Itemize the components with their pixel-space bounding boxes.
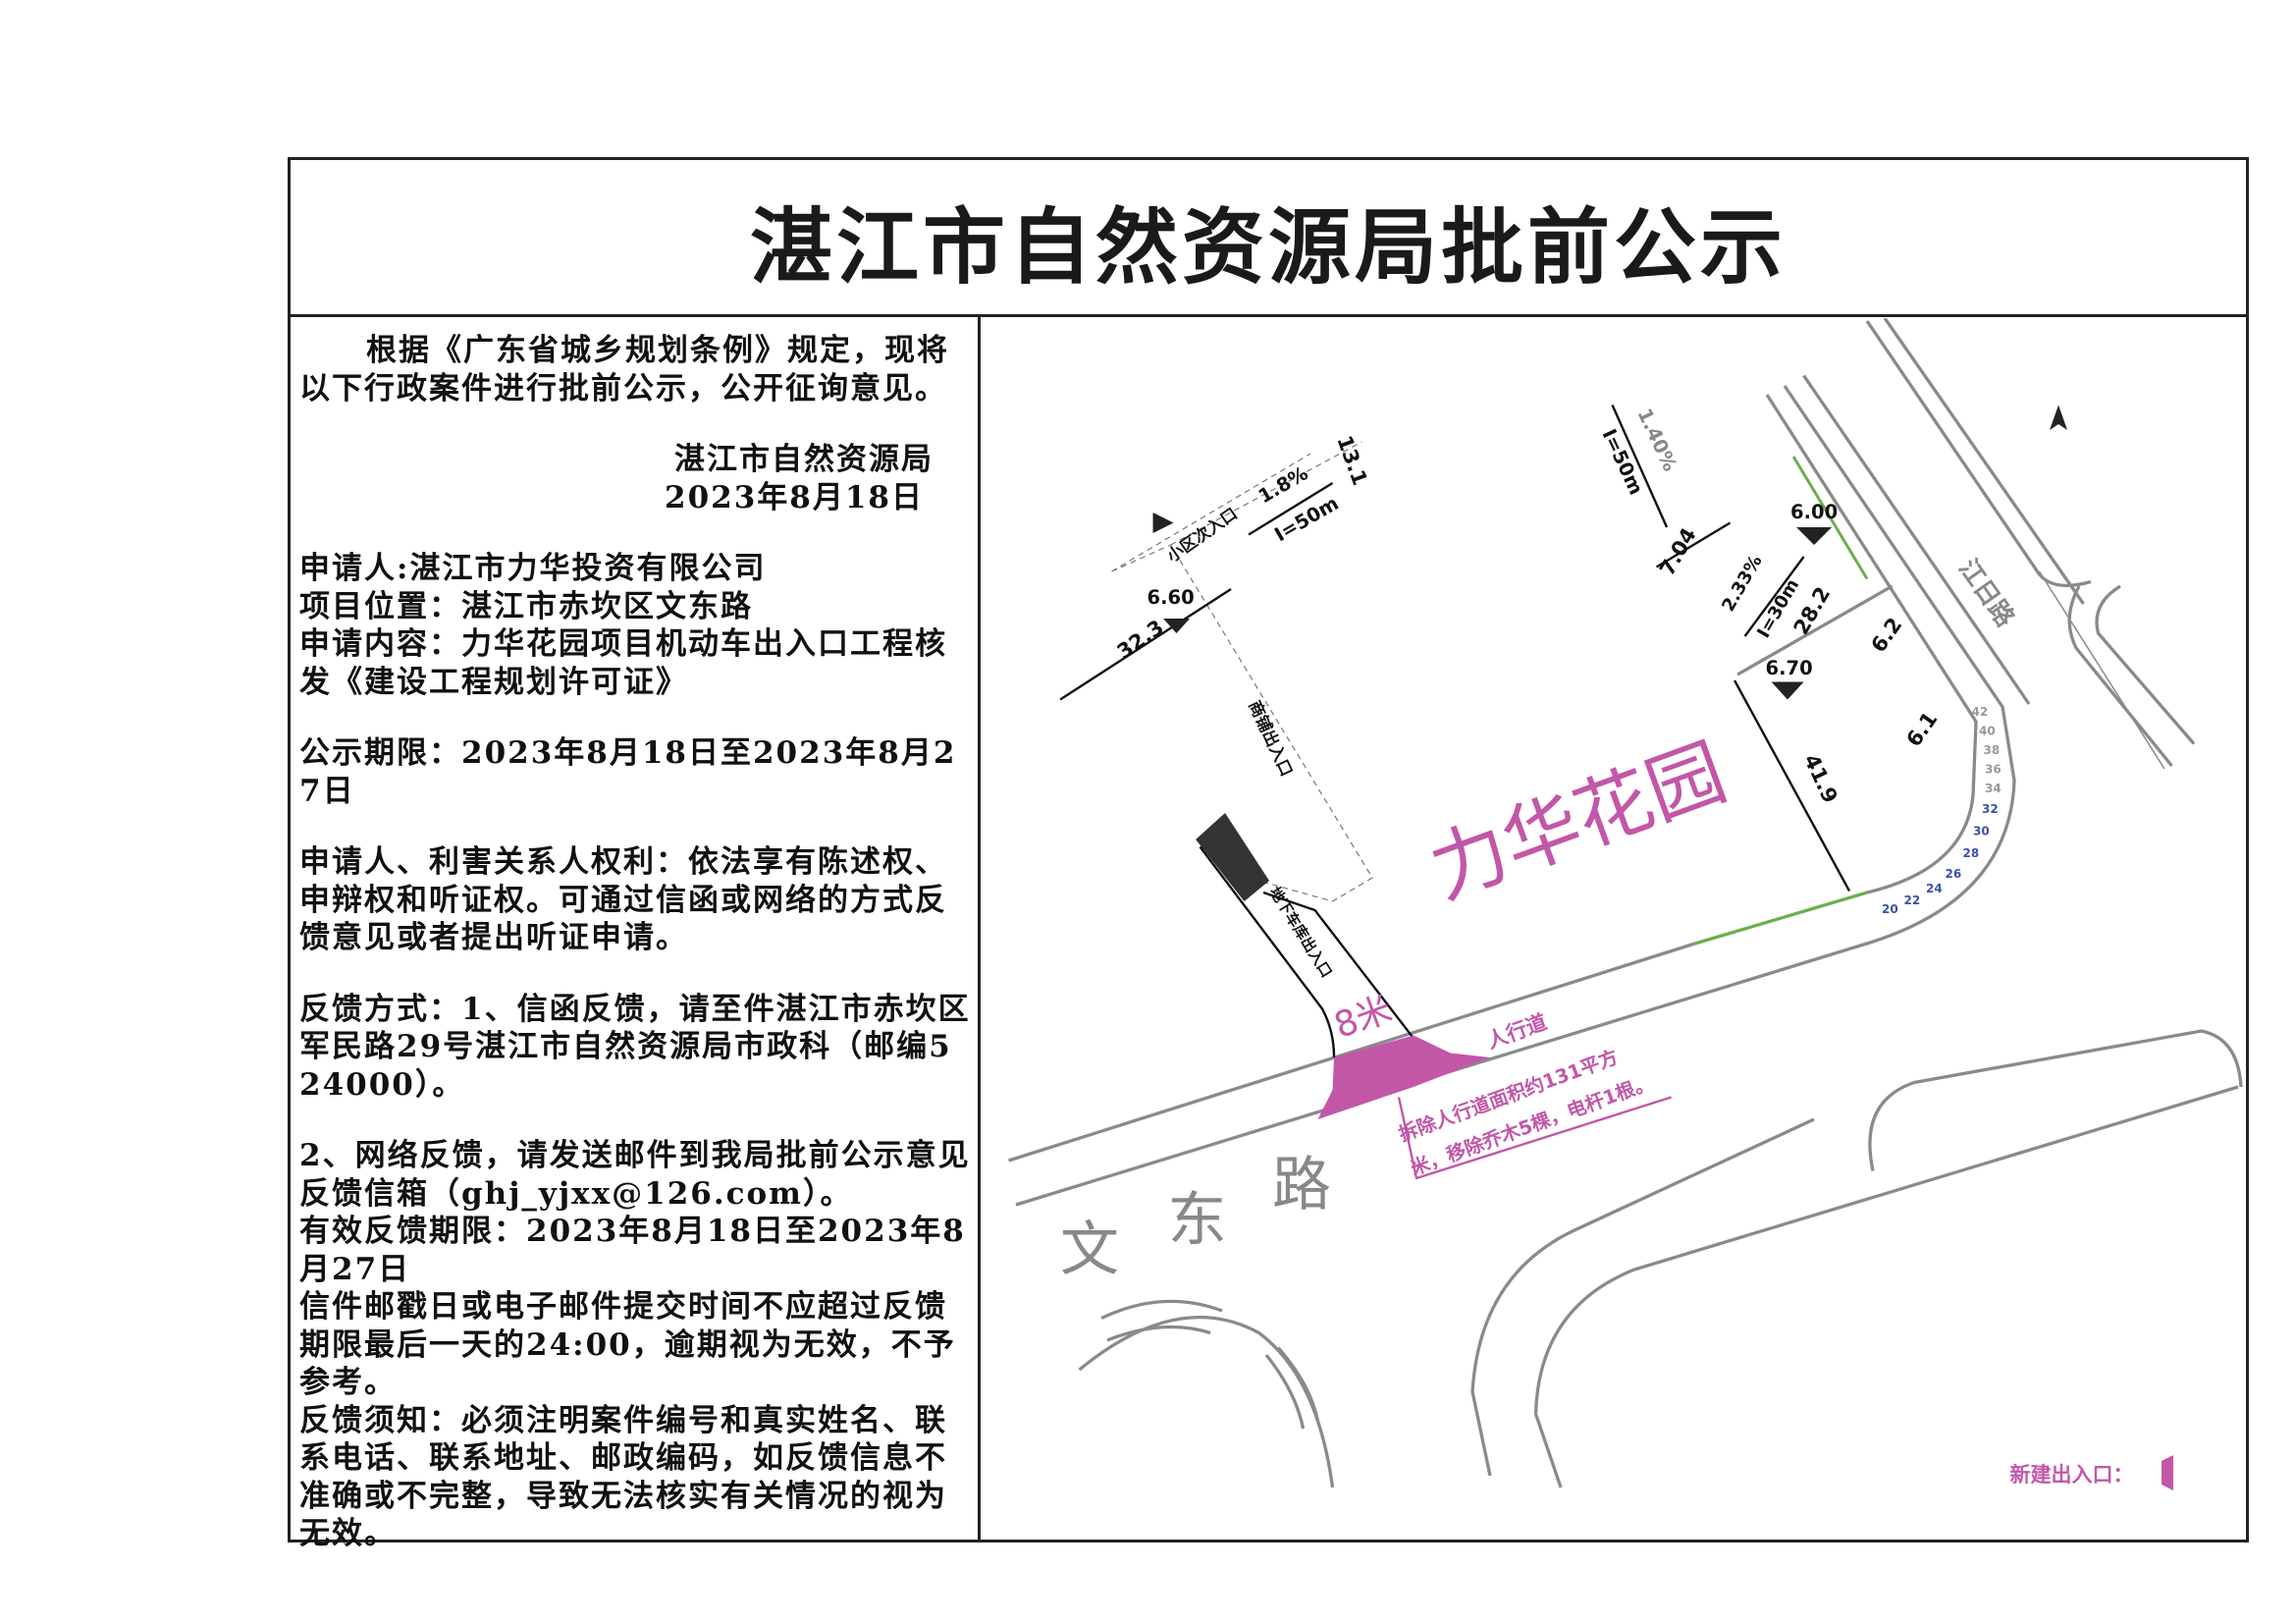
feedback-requirements: 反馈须知：必须注明案件编号和真实姓名、联系电话、联系地址、邮政编码，如反馈信息不… (299, 1402, 947, 1552)
shop-zone-outline (1111, 441, 1373, 902)
road-label-wendong-1: 文 (1060, 1216, 1119, 1284)
curve-number: 28 (1963, 846, 1980, 860)
side-road (1078, 1299, 1335, 1488)
new-entrance-legend-icon (2162, 1455, 2174, 1490)
curve-number: 30 (1973, 825, 1990, 839)
dimension-label: 7.04 (1655, 524, 1701, 580)
jiangri-road-east-lines (1883, 318, 2196, 768)
hatched-building (1196, 813, 1270, 901)
wendong-road-south-edge (1015, 385, 2016, 1207)
page-title: 湛江市自然资源局批前公示 (749, 198, 1787, 296)
slope-arrow-2 (1611, 405, 1669, 528)
garage-entrance-label: 地下车库出入口 (1266, 884, 1336, 981)
feedback-mail: 反馈方式：1、信函反馈，请至件湛江市赤坎区军民路29号湛江市自然资源局市政科（邮… (299, 991, 971, 1103)
slope-label: 2.33% (1718, 552, 1766, 616)
divider (978, 314, 981, 1542)
dimension-line-282 (1736, 584, 1894, 676)
notice-period: 公示期限：2023年8月18日至2023年8月27日 (299, 735, 957, 809)
feedback-email: 2、网络反馈，请发送邮件到我局批前公示意见反馈信箱（ghj_yjxx@126.c… (299, 1138, 971, 1212)
applicant: 申请人:湛江市力华投资有限公司 (299, 551, 767, 586)
side-road (1868, 1029, 2243, 1171)
road-label-wendong-3: 路 (1272, 1151, 1331, 1219)
slope-length-label: I=30m (1753, 575, 1803, 641)
notice-text-column: 根据《广东省城乡规划条例》规定，现将以下行政案件进行批前公示，公开征询意见。 湛… (299, 332, 973, 1553)
road-corner-inner (1765, 394, 1978, 894)
dimension-label: 13.1 (1332, 433, 1371, 489)
demolished-sidewalk-area (1317, 1035, 1491, 1119)
note-callout-box (1397, 1096, 1672, 1180)
rights-text: 申请人、利害关系人权利：依法享有陈述权、申辩权和听证权。可通过信函或网络的方式反… (299, 844, 947, 955)
sidewalk-label: 人行道 (1484, 1010, 1550, 1054)
entrance-width-label: 8米 (1329, 989, 1397, 1047)
road-label-jiangri: 江日路 (1952, 554, 2020, 632)
valid-period: 有效反馈期限：2023年8月18日至2023年8月27日 (299, 1214, 966, 1287)
slope-arrow-3 (1743, 556, 1805, 637)
deadline-note: 信件邮戳日或电子邮件提交时间不应超过反馈期限最后一天的24:00，逾期视为无效，… (299, 1289, 956, 1400)
curve-number: 34 (1985, 782, 2002, 795)
dimension-line-323 (1059, 587, 1232, 701)
road-label-wendong-2: 东 (1168, 1186, 1227, 1255)
curve-number: 36 (1985, 763, 2002, 777)
notice-frame (288, 157, 2249, 1542)
elevation-label: 6.00 (1790, 501, 1838, 523)
issue-date: 2023年8月18日 (665, 479, 924, 515)
project-location: 项目位置：湛江市赤坎区文东路 (299, 588, 753, 624)
issuer: 湛江市自然资源局 (674, 442, 934, 477)
dimension-label: 41.9 (1799, 750, 1842, 806)
curve-number: 20 (1882, 902, 1898, 916)
wendong-road-north-edge (1008, 942, 1694, 1163)
dimension-line-704 (1655, 521, 1732, 568)
north-arrow-icon (2050, 405, 2068, 430)
shop-entrance-label: 商铺出入口 (1245, 697, 1297, 779)
green-boundary (1791, 456, 1869, 580)
curve-number: 32 (1982, 802, 1999, 816)
dimension-line-419 (1733, 679, 1851, 893)
elevation-label: 6.60 (1148, 586, 1195, 609)
curve-number: 24 (1926, 882, 1943, 895)
dimension-label: 6.1 (1901, 708, 1942, 751)
curve-number: 26 (1946, 867, 1962, 881)
dimension-label: 32.3 (1113, 616, 1168, 664)
curve-number: 22 (1904, 893, 1921, 907)
project-name-label: 力华花园 (1419, 729, 1737, 916)
garage-ramp-outline (1199, 845, 1415, 1058)
curve-number: 42 (1972, 705, 1989, 719)
side-road (1470, 1117, 1815, 1477)
application-content: 申请内容：力华花园项目机动车出入口工程核发《建设工程规划许可证》 (299, 626, 947, 700)
jiangri-road-west-lines (1802, 320, 2092, 705)
slope-label: 1.40% (1632, 405, 1681, 474)
side-road (1533, 1085, 2239, 1488)
slope-arrow-1 (1248, 481, 1334, 536)
divider (288, 314, 2249, 317)
curve-number: 40 (1979, 725, 1996, 738)
new-entrance-legend: 新建出入口： (2010, 1463, 2134, 1487)
dimension-label: 6.2 (1866, 614, 1906, 657)
crossing-line (2038, 570, 2165, 770)
elevation-label: 6.70 (1766, 657, 1813, 679)
curve-number: 38 (1984, 743, 2001, 757)
green-boundary (1692, 891, 1868, 947)
intro-text: 根据《广东省城乡规划条例》规定，现将以下行政案件进行批前公示，公开征询意见。 (299, 333, 949, 406)
slope-length-label: I=50m (1597, 425, 1647, 498)
